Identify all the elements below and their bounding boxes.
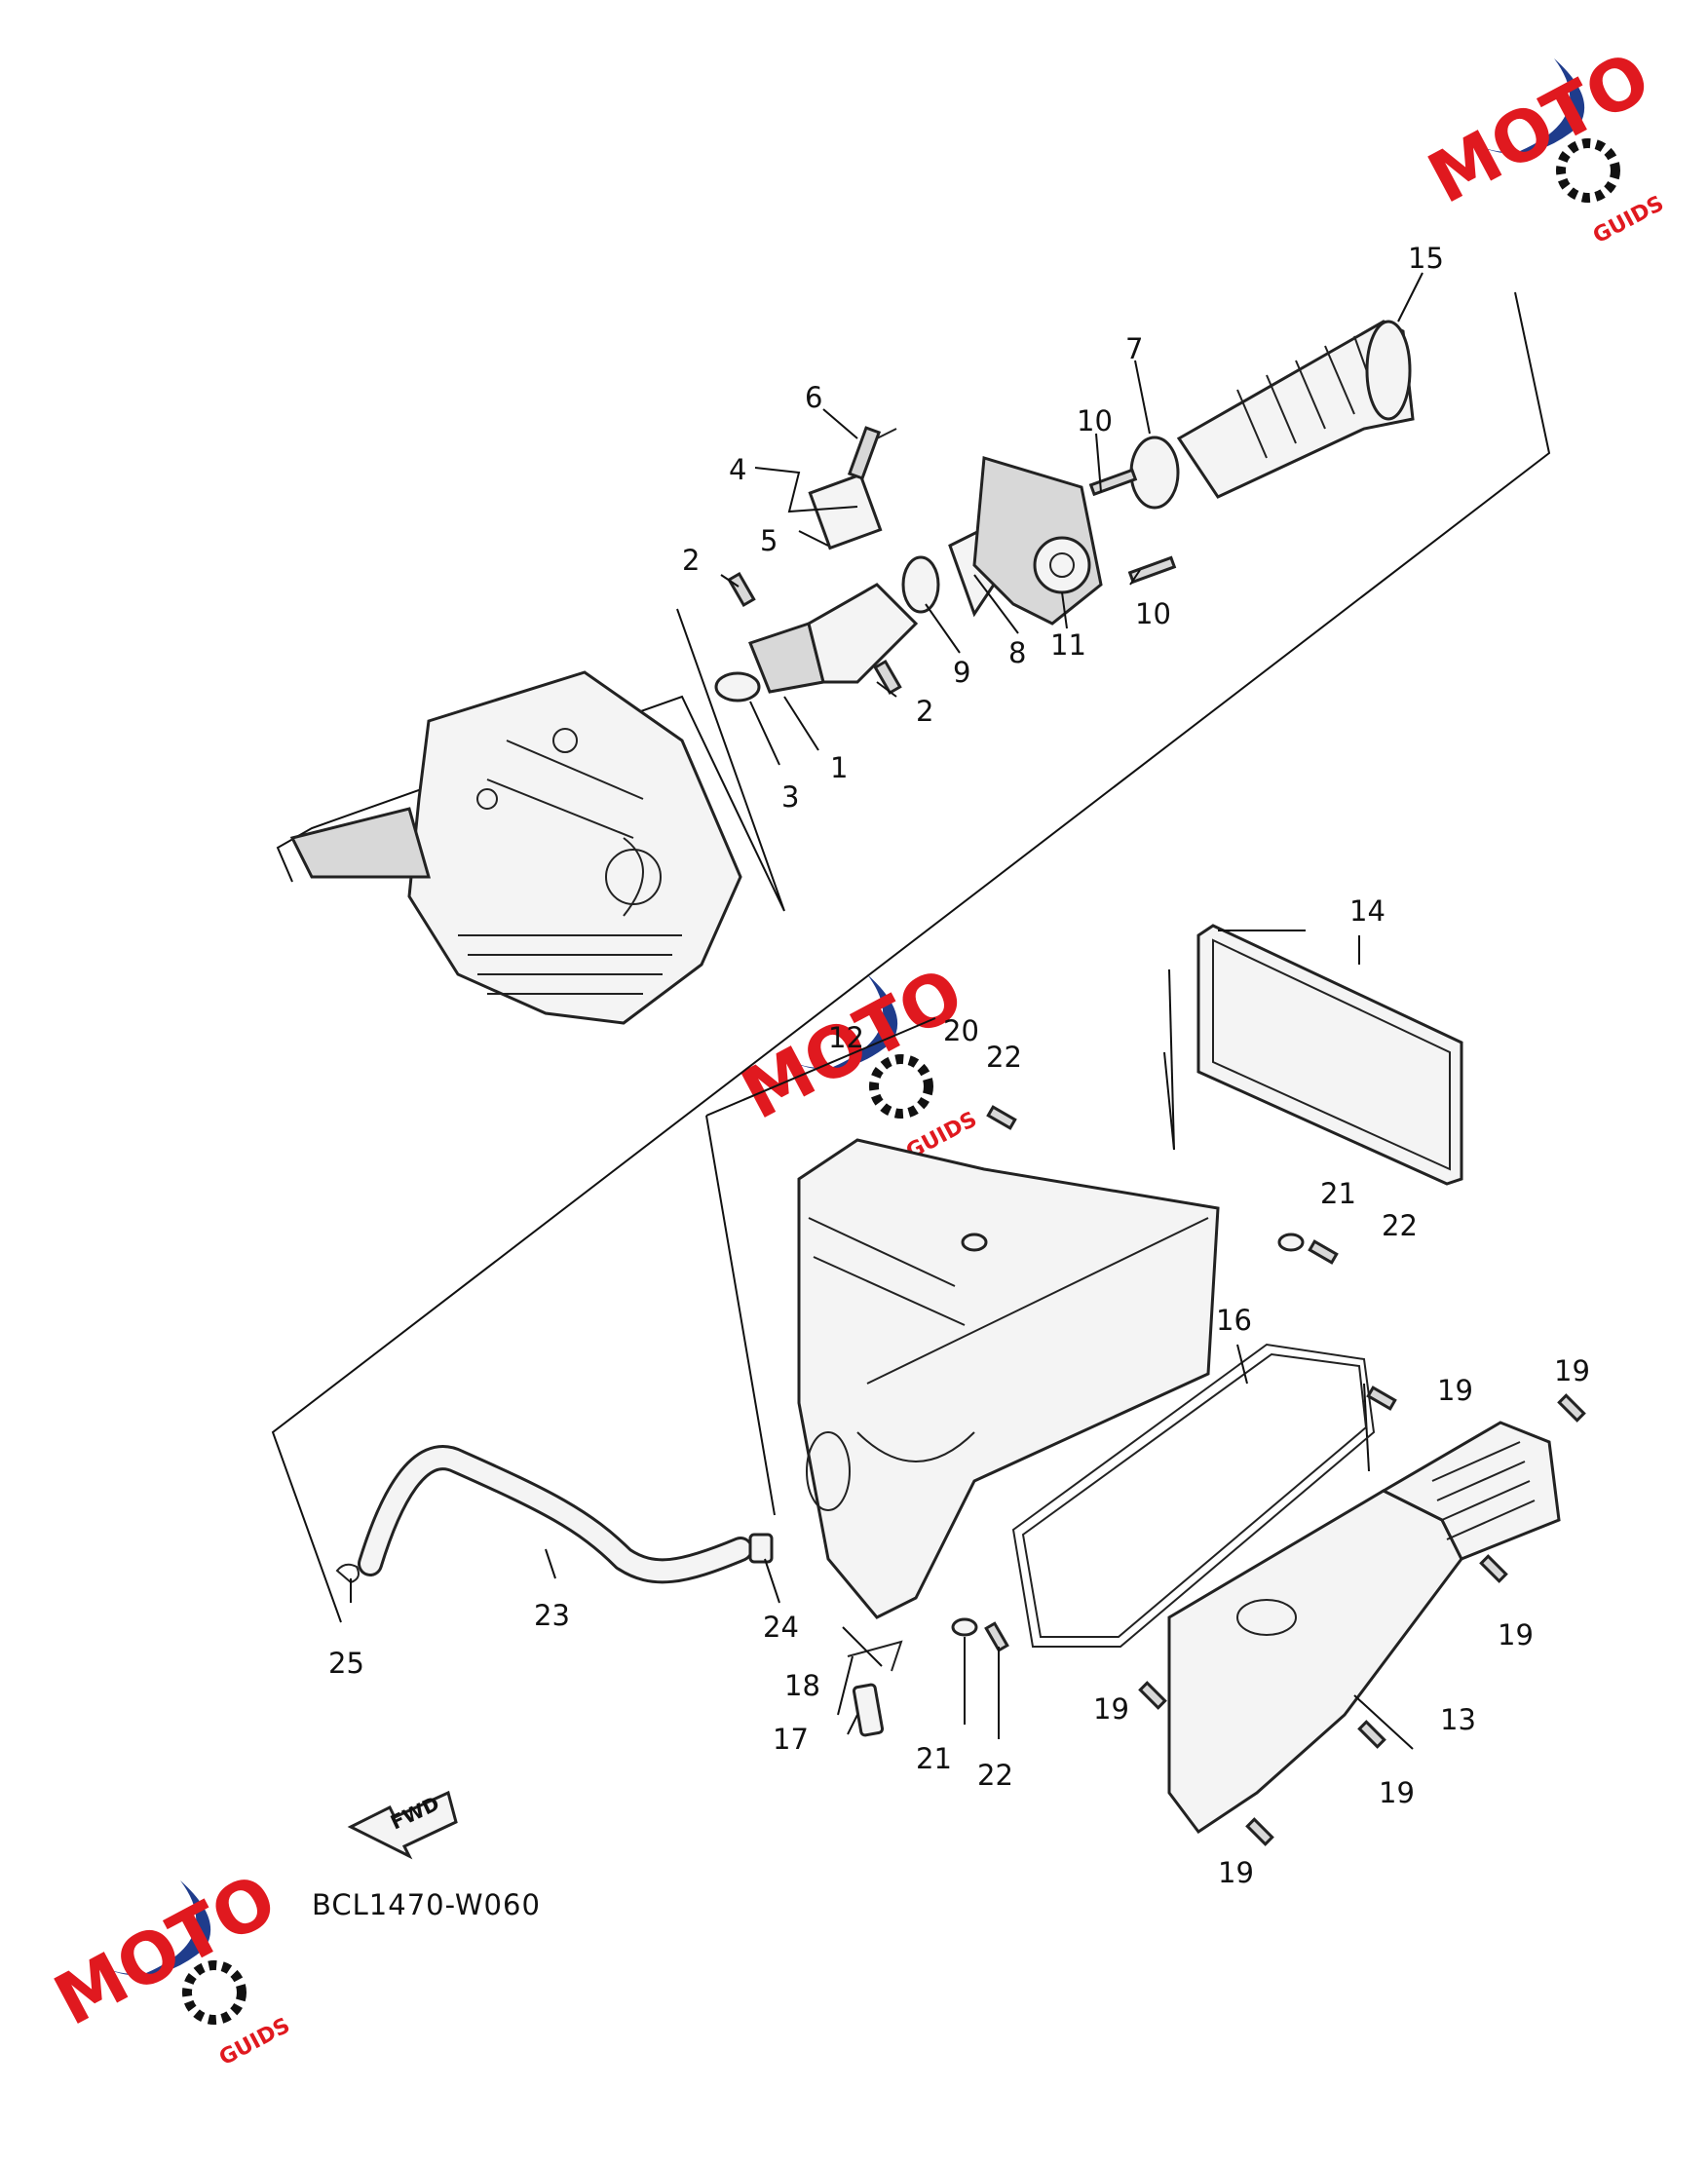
part-label-19: 19: [1379, 1776, 1415, 1809]
fwd-arrow-icon: FWD: [347, 1790, 458, 1860]
part-label-11: 11: [1050, 628, 1086, 662]
part-label-15: 15: [1408, 242, 1444, 275]
watermark-logo-top: MOTO GUIDS: [1416, 36, 1668, 249]
intake-joint-15: [1176, 320, 1415, 499]
diagram-code: BCL1470-W060: [312, 1888, 541, 1921]
part-label-6: 6: [805, 381, 822, 414]
part-label-22: 22: [986, 1041, 1022, 1074]
part-label-2: 2: [916, 695, 933, 728]
part-label-8: 8: [1008, 636, 1026, 669]
part-label-4: 4: [729, 453, 746, 486]
part-label-16: 16: [1216, 1304, 1252, 1337]
seal-16: [1011, 1343, 1376, 1648]
watermark-suffix-text: GUIDS: [1589, 192, 1668, 249]
part-label-22: 22: [977, 1759, 1013, 1792]
watermark-logo-middle: MOTO GUIDS: [729, 952, 981, 1165]
part-label-21: 21: [916, 1742, 952, 1775]
part-label-14: 14: [1349, 894, 1385, 928]
bolts: [984, 1105, 1586, 1846]
part-label-20: 20: [943, 1014, 979, 1047]
throttle-body-parts: [901, 436, 1180, 626]
watermark-logo-bottom: MOTO GUIDS: [42, 1858, 294, 2071]
intake-manifold-parts: [714, 426, 919, 702]
part-label-1: 1: [830, 751, 848, 784]
air-filter-element-14: [1196, 924, 1463, 1186]
part-label-2: 2: [682, 544, 700, 577]
case-cover-13: [1167, 1421, 1561, 1835]
breather-hose-23: [335, 1233, 1305, 1737]
watermark-brand-text: MOTO: [1416, 36, 1663, 219]
part-label-5: 5: [760, 524, 778, 557]
part-label-3: 3: [781, 780, 799, 814]
part-label-24: 24: [763, 1611, 799, 1644]
group-boundaries: [271, 291, 1551, 1623]
part-label-9: 9: [953, 656, 970, 689]
part-label-25: 25: [328, 1647, 364, 1680]
leader-lines: [350, 272, 1423, 1750]
engine-cylinder-head: [289, 670, 742, 1025]
part-label-19: 19: [1093, 1692, 1129, 1726]
part-label-19: 19: [1437, 1374, 1473, 1407]
part-labels: 1 2 2 3 4 5 6 7 8 9 10 10 11 12 13 14 15…: [328, 242, 1590, 1889]
part-label-10: 10: [1135, 597, 1171, 630]
part-label-19: 19: [1498, 1618, 1534, 1651]
part-label-18: 18: [784, 1669, 820, 1702]
watermark-brand-text: MOTO: [42, 1858, 289, 2041]
part-label-22: 22: [1382, 1209, 1418, 1242]
part-label-19: 19: [1218, 1856, 1254, 1889]
part-label-21: 21: [1320, 1177, 1356, 1210]
part-label-7: 7: [1125, 332, 1143, 365]
watermark-suffix-text: GUIDS: [215, 2014, 294, 2071]
part-label-19: 19: [1554, 1354, 1590, 1387]
part-label-13: 13: [1440, 1703, 1476, 1736]
part-label-17: 17: [773, 1723, 809, 1756]
part-label-23: 23: [534, 1599, 570, 1632]
part-label-12: 12: [828, 1021, 864, 1054]
air-filter-case-12: [797, 1138, 1220, 1619]
part-label-10: 10: [1077, 404, 1113, 437]
